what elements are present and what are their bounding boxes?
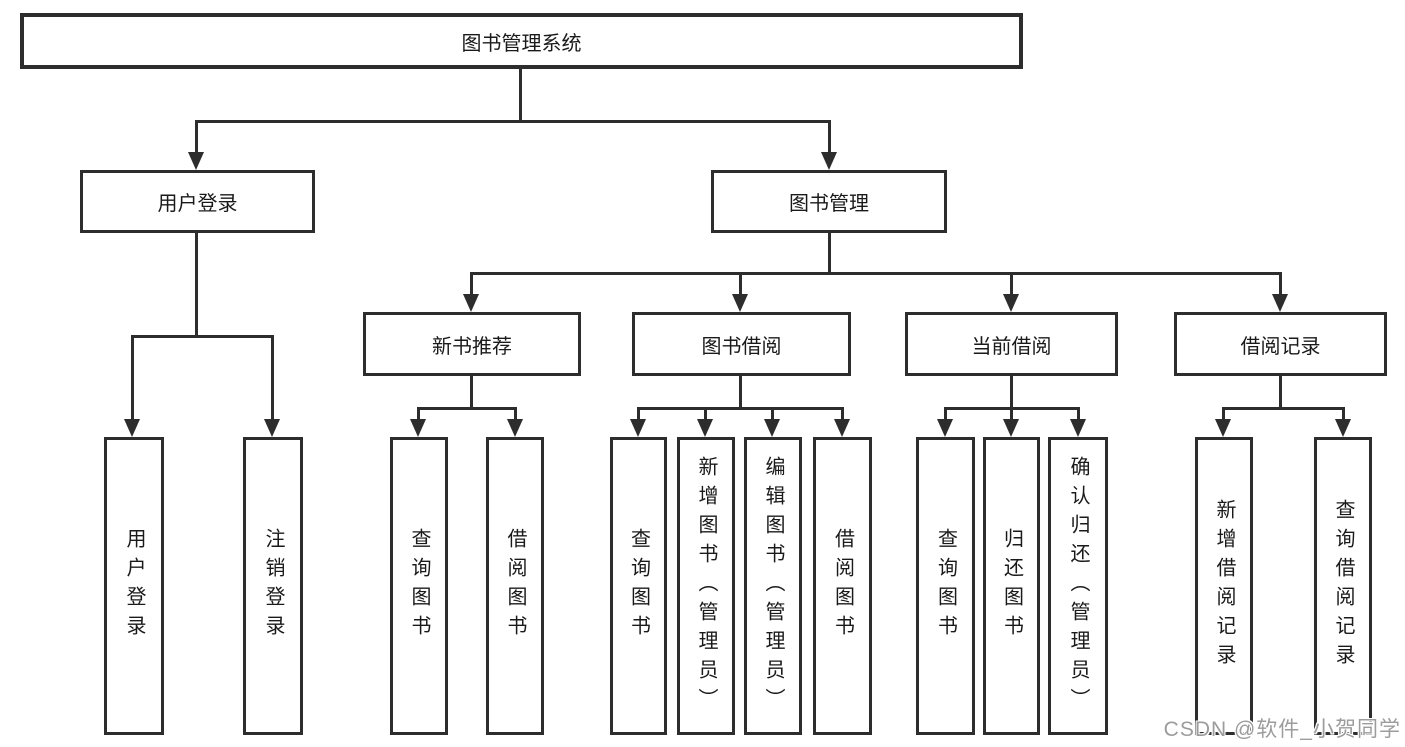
arrow-head [1070,419,1086,437]
connector-line [944,407,947,419]
arrow-head [1215,419,1231,437]
node-label: 借阅图书 [504,528,526,644]
leaf-query-books-recommend: 查询图书 [390,437,448,735]
node-label: 查询借阅记录 [1332,499,1354,673]
node-current-borrowing: 当前借阅 [905,312,1118,376]
leaf-logout: 注销登录 [243,437,303,735]
connector-line [1342,407,1345,419]
node-label: 编辑图书（管理员） [762,455,784,717]
arrow-head [1003,294,1019,312]
node-label: 归还图书 [1000,528,1023,644]
leaf-add-books-admin: 新增图书（管理员） [677,437,735,735]
node-label: 查询图书 [627,528,650,644]
connector-line [470,376,473,407]
connector-line [771,407,774,419]
connector-line [519,69,522,120]
node-label: 新增借阅记录 [1213,499,1235,673]
node-label: 图书管理系统 [461,32,582,55]
node-label: 图书管理 [789,193,869,215]
node-user-login: 用户登录 [80,170,315,233]
arrow-head [1335,419,1351,437]
connector-line [417,407,420,419]
connector-line [1222,407,1345,410]
arrow-head [697,419,713,437]
leaf-query-books-borrow: 查询图书 [610,437,667,735]
arrow-head [834,419,850,437]
arrow-head [764,419,780,437]
connector-line [1010,407,1013,419]
leaf-user-login: 用户登录 [104,437,164,735]
connector-line [131,335,134,419]
arrow-head [188,152,204,170]
node-label: 查询图书 [934,528,957,644]
connector-line [131,335,274,338]
node-label: 注销登录 [262,528,284,644]
arrow-head [264,419,280,437]
connector-line [417,407,517,410]
connector-line [739,272,742,294]
arrow-head [821,152,837,170]
connector-line [1279,376,1282,407]
node-label: 用户登录 [157,193,238,215]
node-label: 用户登录 [123,528,145,644]
arrow-head [937,419,953,437]
connector-line [828,120,831,152]
connector-line [271,335,274,419]
connector-line [1279,272,1282,294]
leaf-query-borrow-record: 查询借阅记录 [1314,437,1372,735]
connector-line [1077,407,1080,419]
connector-line [828,233,831,272]
node-label: 借阅图书 [831,528,854,644]
connector-line [470,272,1282,275]
connector-line [637,407,844,410]
arrow-head [1272,294,1288,312]
connector-line [1010,376,1013,407]
arrow-head [124,419,140,437]
csdn-watermark: CSDN @软件_小贺同学 [1163,718,1401,741]
arrow-head [463,294,479,312]
connector-line [470,272,473,294]
arrow-head [507,419,523,437]
connector-line [739,376,742,407]
node-label: 新书推荐 [432,335,512,358]
leaf-confirm-return-admin: 确认归还（管理员） [1048,437,1108,735]
node-label: 当前借阅 [971,335,1052,358]
node-library-management-system: 图书管理系统 [20,13,1023,69]
node-borrowing-records: 借阅记录 [1174,312,1387,376]
leaf-add-borrow-record: 新增借阅记录 [1195,437,1253,735]
leaf-borrow-books-recommend: 借阅图书 [486,437,544,735]
node-new-book-recommendation: 新书推荐 [363,312,581,376]
connector-line [704,407,707,419]
arrow-head [732,294,748,312]
node-label: 借阅记录 [1240,335,1321,358]
node-label: 图书借阅 [701,335,782,358]
arrow-head [1003,419,1019,437]
node-book-management: 图书管理 [711,170,947,233]
node-label: 确认归还（管理员） [1067,455,1089,717]
connector-line [195,233,198,335]
leaf-edit-books-admin: 编辑图书（管理员） [744,437,802,735]
connector-line [637,407,640,419]
connector-line [514,407,517,419]
arrow-head [410,419,426,437]
node-label: 新增图书（管理员） [695,455,717,717]
node-label: 查询图书 [408,528,430,644]
connector-line [195,120,831,123]
leaf-borrow-books: 借阅图书 [813,437,872,735]
connector-line [1010,272,1013,294]
leaf-query-books-current: 查询图书 [916,437,975,735]
connector-line [841,407,844,419]
leaf-return-books: 归还图书 [983,437,1040,735]
arrow-head [630,419,646,437]
connector-line [195,120,198,152]
node-book-borrowing: 图书借阅 [632,312,851,376]
connector-line [1222,407,1225,419]
